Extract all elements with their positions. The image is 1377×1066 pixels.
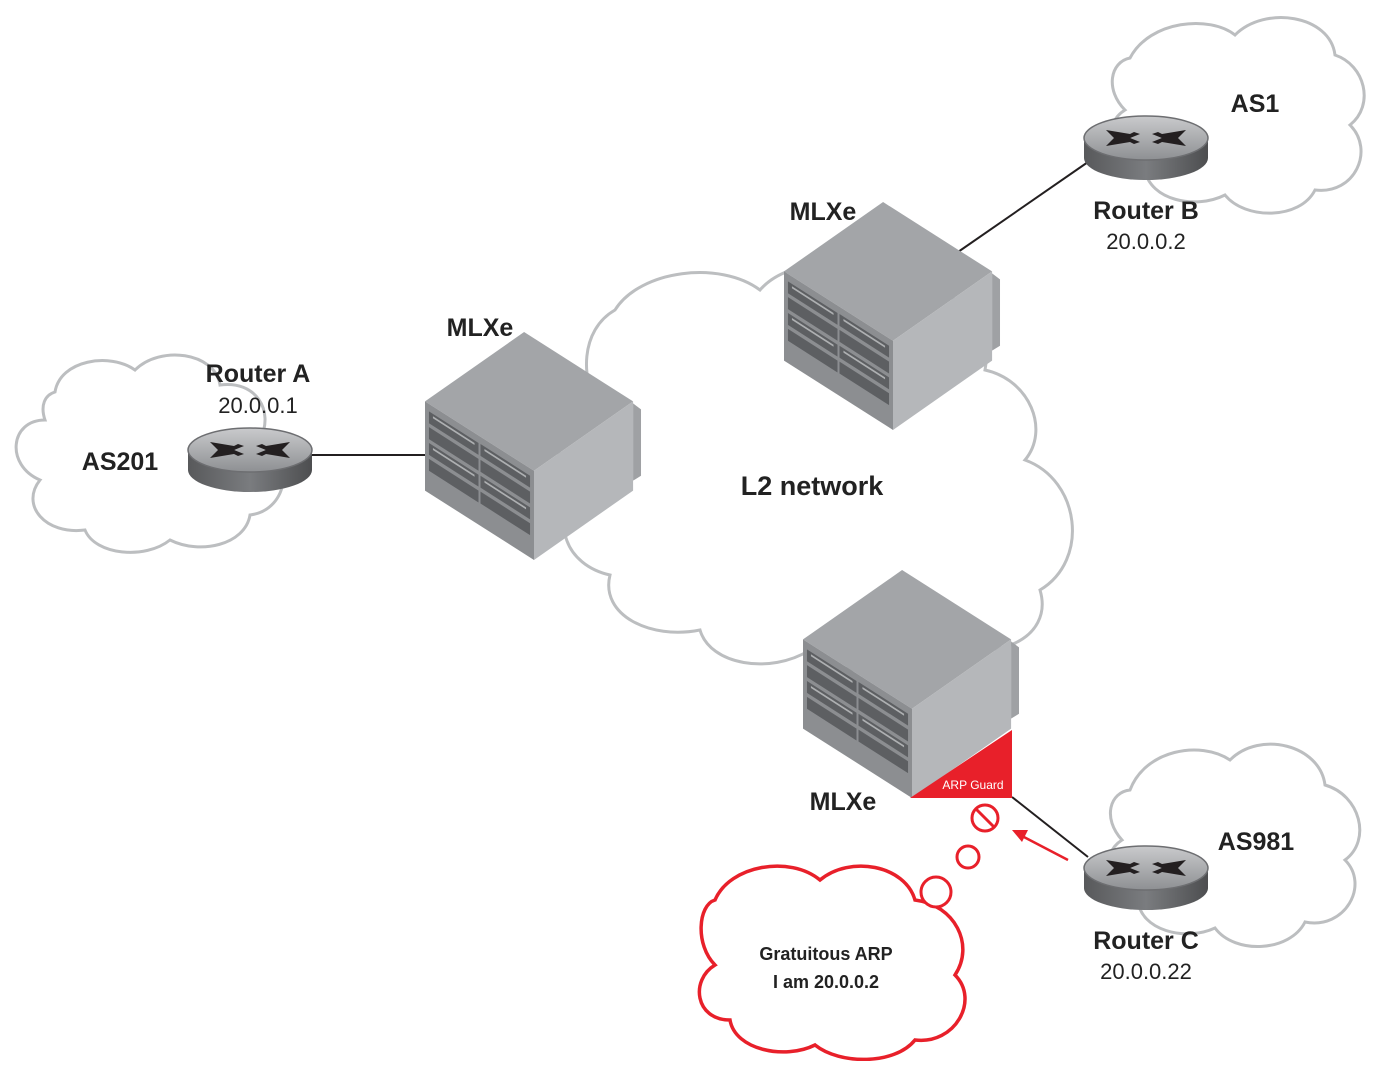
router-b-name: Router B	[1093, 197, 1199, 225]
blocked-indicator	[919, 803, 1000, 909]
as201-label: AS201	[82, 448, 159, 476]
arp-guard-badge	[910, 730, 1012, 798]
router-a-ip: 20.0.0.1	[218, 393, 298, 418]
mlxe-bottom-label: MLXe	[810, 788, 877, 816]
arp-arrow	[1012, 830, 1069, 862]
link-mlxe-router-c	[1011, 796, 1089, 858]
router-a-icon[interactable]	[187, 427, 313, 493]
router-b-ip: 20.0.0.2	[1106, 229, 1186, 254]
mlxe-left-label: MLXe	[447, 314, 514, 342]
as981-label: AS981	[1218, 828, 1295, 856]
router-a-name: Router A	[206, 360, 311, 388]
as201-cloud	[14, 353, 285, 554]
gratuitous-arp-cloud	[697, 864, 967, 1062]
router-c-ip: 20.0.0.22	[1100, 959, 1192, 984]
router-c-icon[interactable]	[1083, 845, 1209, 911]
link-mlxe-router-b	[957, 161, 1089, 253]
router-c-name: Router C	[1093, 927, 1199, 955]
links	[308, 161, 1089, 858]
as1-label: AS1	[1231, 90, 1280, 118]
mlxe-top-label: MLXe	[790, 198, 857, 226]
gratuitous-arp-line2: I am 20.0.0.2	[773, 972, 879, 992]
arp-guard-label: ARP Guard	[942, 778, 1003, 792]
thought-bubble-large	[919, 875, 953, 909]
gratuitous-arp-line1: Gratuitous ARP	[759, 944, 892, 964]
thought-bubble-small	[955, 844, 981, 870]
l2-network-label: L2 network	[741, 471, 885, 501]
router-b-icon[interactable]	[1083, 115, 1209, 181]
